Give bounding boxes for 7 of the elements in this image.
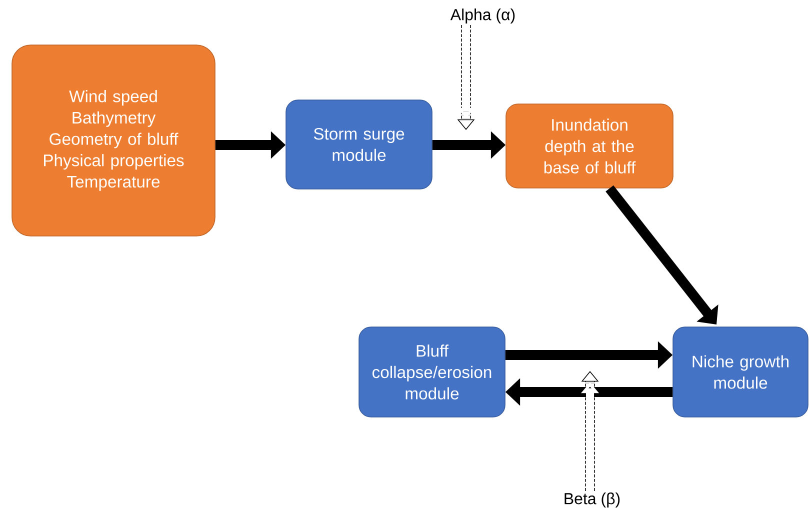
module-box: Storm surge module <box>286 100 432 190</box>
module-box: Bluff collapse/erosion module <box>358 326 506 418</box>
output-box: Inundation depth at the base of bluff <box>506 104 674 188</box>
parameter-label: Beta (β) <box>564 492 620 508</box>
parameter-label: Alpha (α) <box>450 8 515 24</box>
input-box: Wind speed Bathymetry Geometry of bluff Physical properties Temperature <box>12 44 216 236</box>
module-box: Niche growth module <box>672 326 808 418</box>
